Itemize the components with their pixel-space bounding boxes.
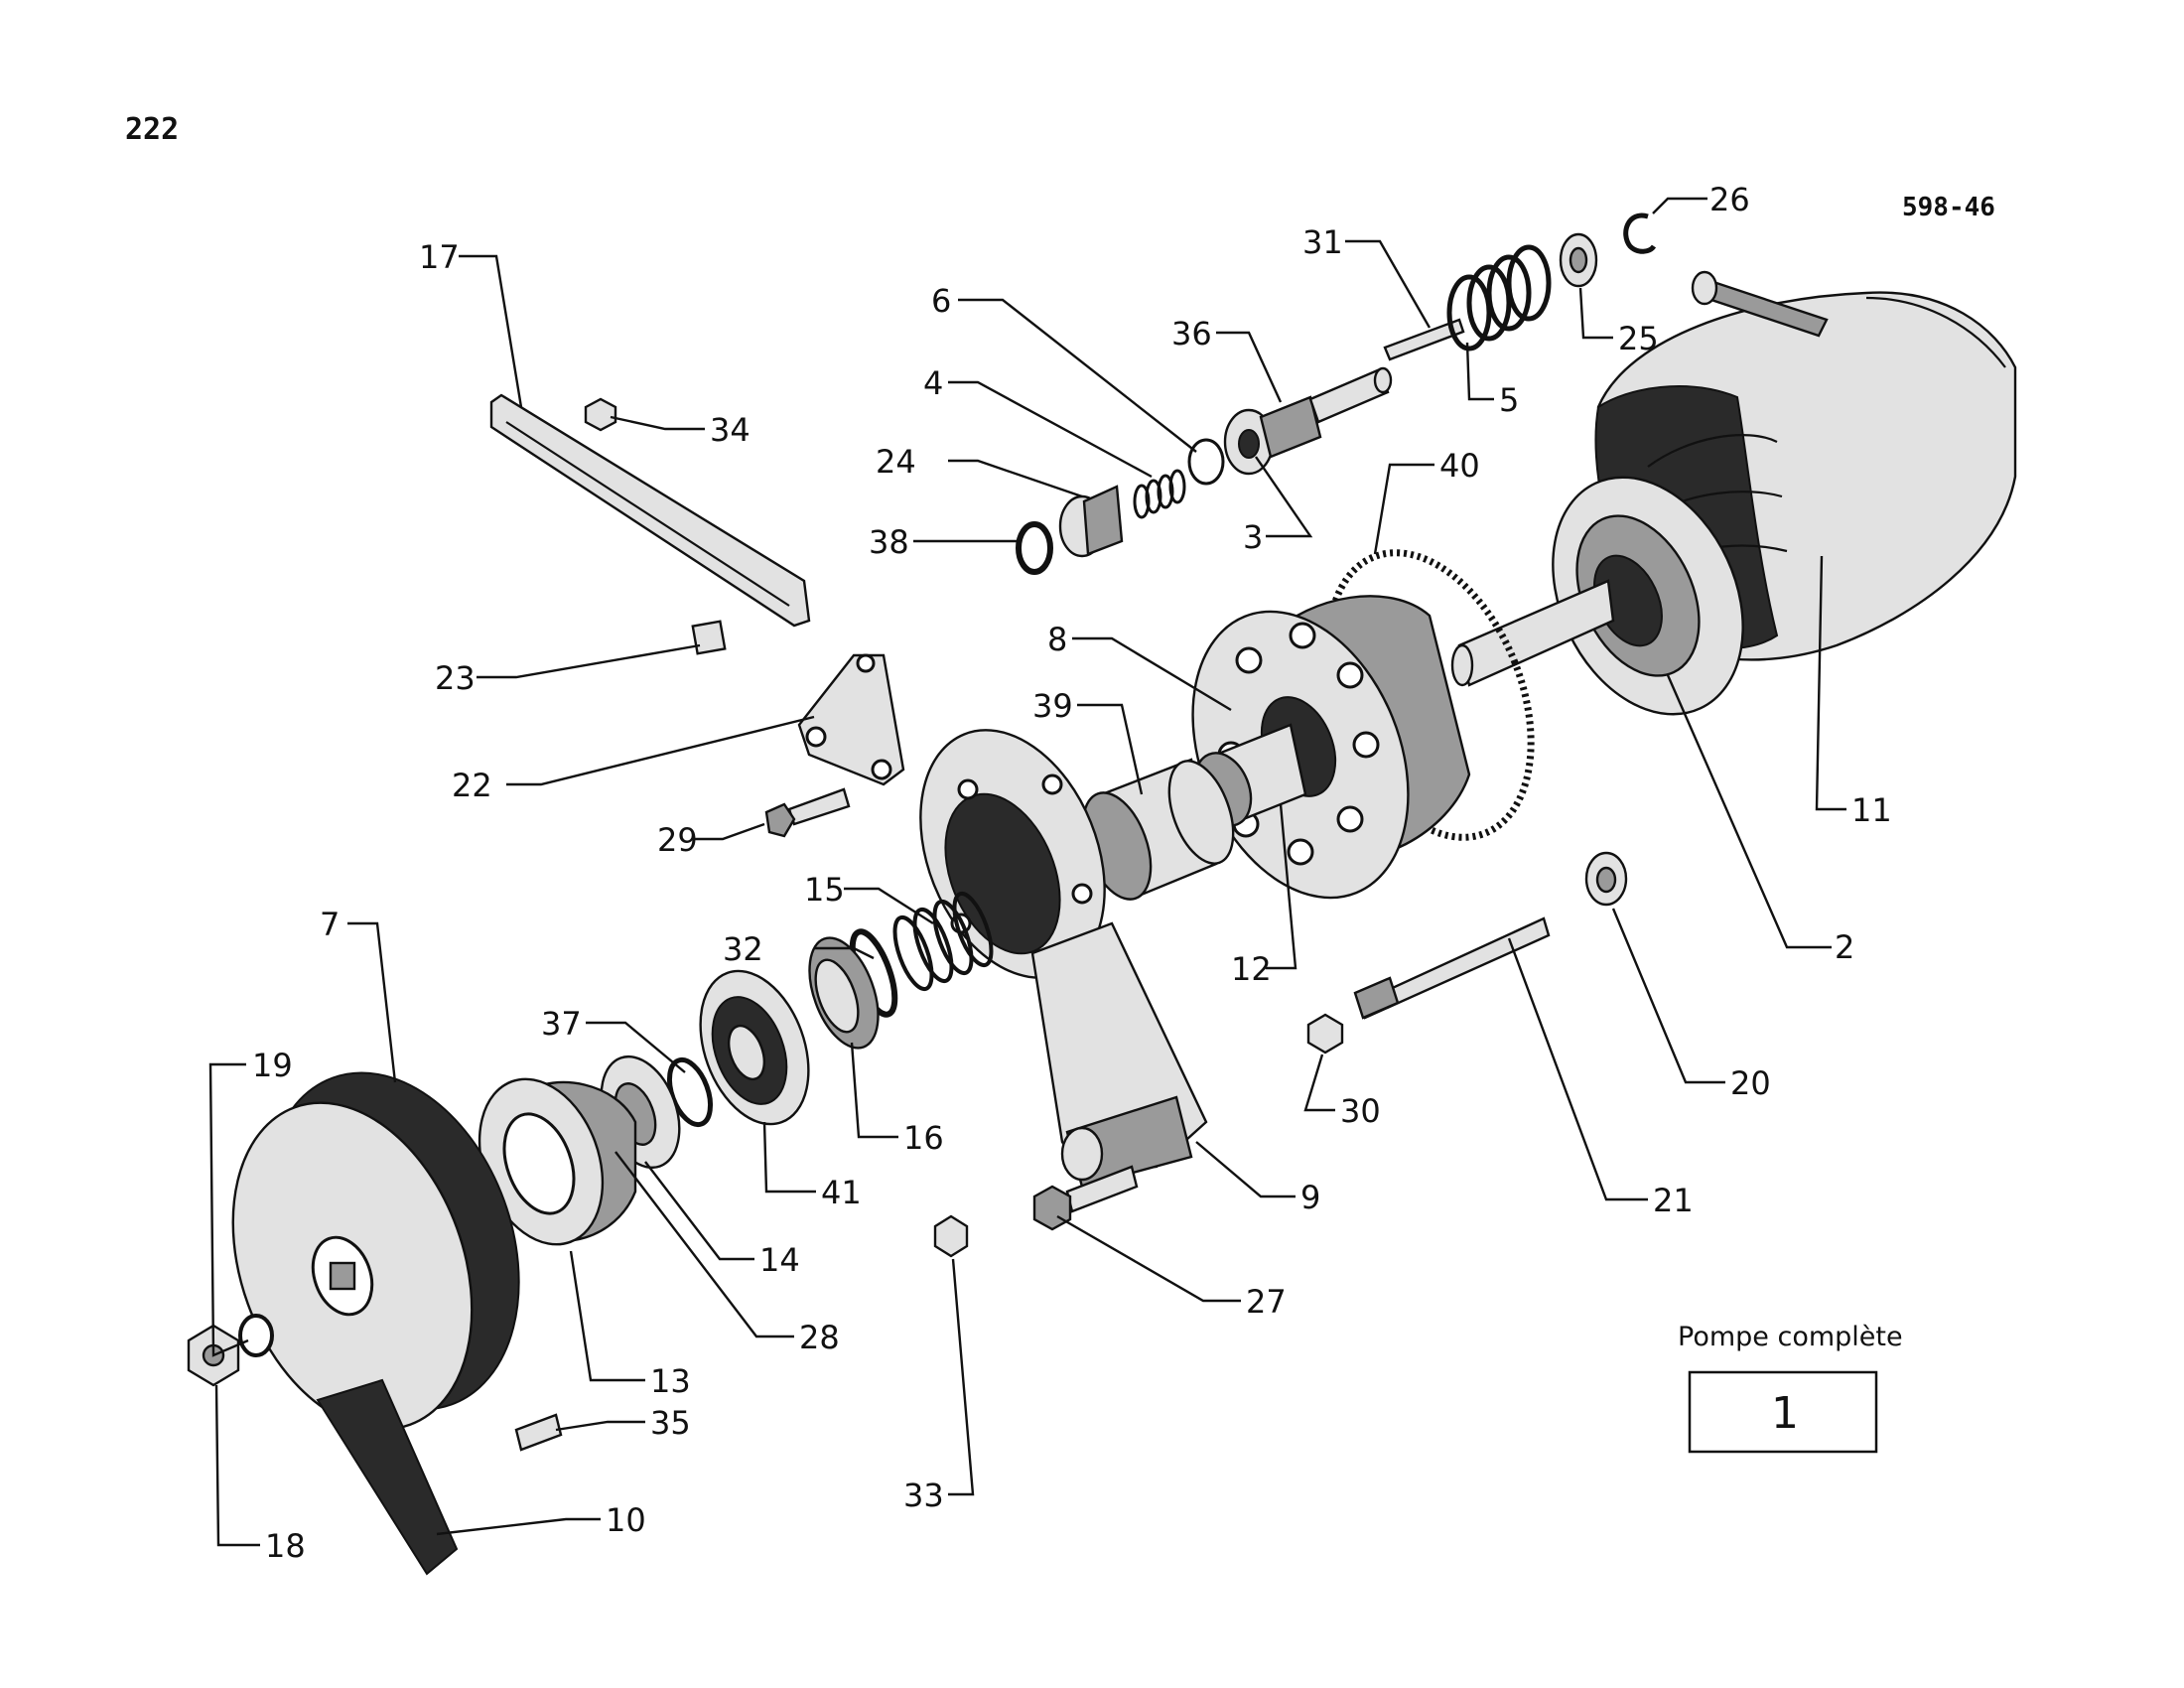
label-23: 23 [435,659,476,697]
part-38-o-ring [1016,521,1053,575]
callout-caption: Pompe complète [1678,1322,1903,1352]
label-27: 27 [1246,1283,1287,1321]
label-32: 32 [723,930,763,968]
label-30: 30 [1340,1092,1381,1130]
part-19-lock-washer [238,1314,274,1357]
label-18: 18 [265,1527,306,1565]
label-28: 28 [799,1319,840,1356]
part-5-coil-spring [1446,244,1552,352]
label-13: 13 [650,1362,691,1400]
part-34-nut [584,397,617,432]
label-19: 19 [252,1047,293,1084]
label-33: 33 [903,1477,944,1514]
part-17-rail [489,393,811,628]
part-23-square-nut [691,620,727,655]
label-3: 3 [1243,518,1263,556]
part-36-valve-stem [1259,366,1393,459]
part-29-screw [764,787,851,838]
part-24-valve-cage [1058,485,1124,558]
label-36: 36 [1171,315,1212,352]
label-22: 22 [452,767,492,804]
label-31: 31 [1302,223,1343,261]
label-21: 21 [1653,1182,1694,1219]
part-41-ball-bearing [699,969,810,1126]
label-20: 20 [1730,1064,1771,1102]
part-30-nut [1306,1013,1344,1055]
label-29: 29 [657,821,698,859]
label-7: 7 [320,906,340,943]
part-8-pump-body [1191,595,1471,900]
label-6: 6 [931,282,951,320]
leader-lines [208,197,1846,1547]
callout-number: 1 [1771,1388,1799,1439]
label-35: 35 [650,1404,691,1442]
label-38: 38 [869,523,909,561]
label-15: 15 [804,871,845,909]
label-40: 40 [1439,447,1480,485]
part-9-bracket [919,729,1208,1189]
label-9: 9 [1300,1179,1320,1216]
complete-pump-callout: Pompe complète 1 [1678,1322,1903,1454]
label-41: 41 [821,1174,862,1211]
part-2-flange-shaft [1450,476,1744,716]
label-11: 11 [1851,791,1892,829]
callout-box [1688,1370,1878,1454]
part-16-seal [808,936,880,1050]
label-37: 37 [541,1005,582,1043]
part-22-mount-plate [797,653,905,786]
label-10: 10 [606,1501,646,1539]
part-26-clip [1623,212,1657,254]
label-25: 25 [1618,320,1659,357]
label-5: 5 [1499,381,1519,419]
page-number: 222 [125,112,179,147]
label-16: 16 [903,1119,944,1157]
label-34: 34 [710,411,751,449]
label-14: 14 [759,1241,800,1279]
part-20-nut [1584,851,1628,907]
part-6-valve-disc [1187,438,1225,486]
label-26: 26 [1709,181,1750,218]
label-8: 8 [1047,621,1067,658]
figure-reference: 598-46 [1902,193,1995,222]
part-3-valve-body [1223,408,1275,476]
part-7-pulley [231,1071,520,1431]
part-4-small-spring [1133,469,1186,519]
part-33-nut [933,1214,969,1258]
part-15-spring [892,891,994,992]
label-39: 39 [1032,687,1073,725]
label-24: 24 [876,443,916,481]
part-35-key [514,1413,563,1452]
part-21-stud [1353,916,1551,1020]
part-31-pin [1383,318,1465,361]
label-4: 4 [923,364,943,402]
part-10-v-belt [316,1378,459,1576]
part-13-hub [478,1077,637,1246]
label-2: 2 [1835,928,1854,966]
callout-labels: 2 3 4 5 6 7 8 9 10 11 12 13 14 15 16 17 … [252,181,1892,1565]
label-12: 12 [1231,950,1272,988]
label-17: 17 [419,238,460,276]
part-25-cup [1559,232,1598,288]
